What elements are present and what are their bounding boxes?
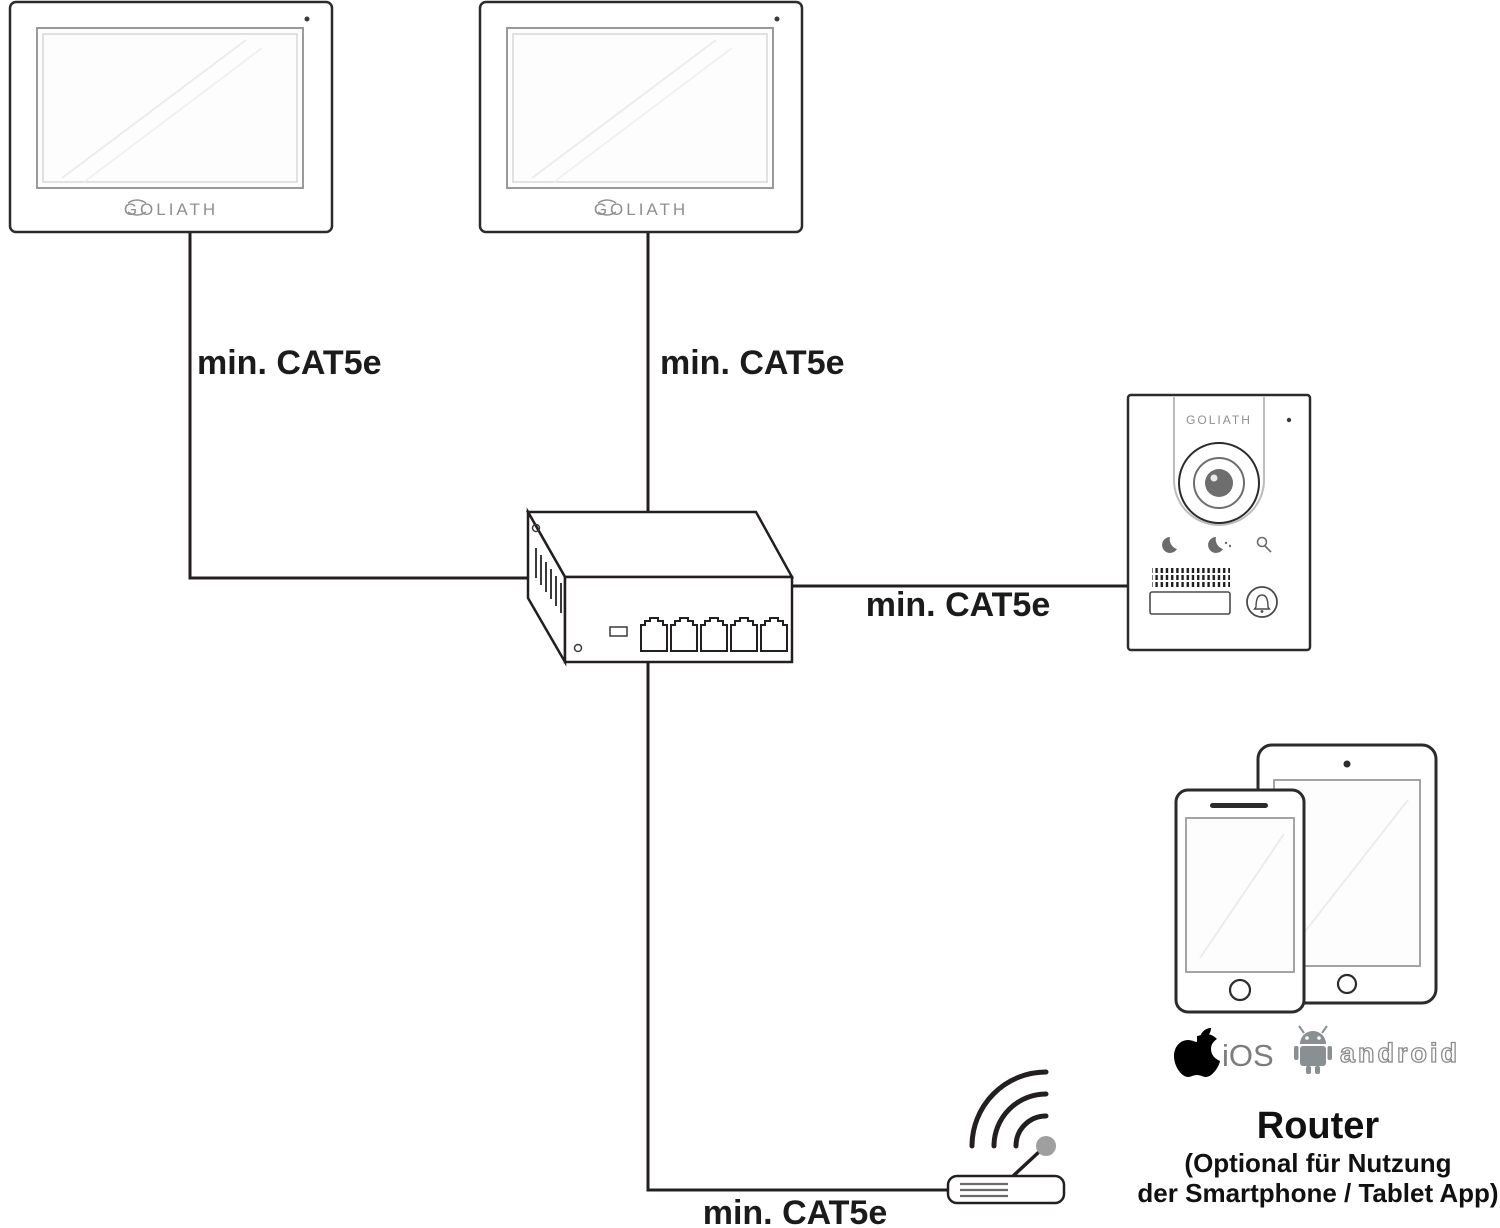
speaker-grille [1152,566,1230,587]
switch-top-face [525,510,795,579]
rj45-port [760,617,788,652]
logo-swoosh-top [597,199,617,204]
unlock-icon-tail [1264,545,1272,553]
router-antenna [1010,1149,1042,1179]
monitor-1: GOLIATH [8,0,334,234]
router-note: Router (Optional für Nutzung der Smartph… [1137,1105,1498,1208]
monitor-2: GOLIATH [478,0,804,234]
camera-lens [1205,469,1233,497]
apple-logo-icon [1174,1028,1220,1077]
cable-router-line [646,662,948,1192]
screen-sheen [1199,833,1285,959]
router-note-line1: (Optional für Nutzung [1184,1148,1451,1178]
screw [573,643,583,653]
cable-label-router: min. CAT5e [703,1194,888,1228]
mic-hole [304,16,310,22]
goliath-logo: GOLIATH [124,200,218,219]
screen-sheen [83,47,263,183]
logo-swoosh-top [127,199,147,204]
platform-logos: iOS android [1174,1025,1460,1077]
cable-label-monitor2: min. CAT5e [660,344,845,382]
vent-slots [535,548,562,613]
monitor-screen [36,27,304,189]
cables [188,233,1128,1192]
wifi-signal-icon [969,1069,1049,1149]
screen-sheen [61,39,247,179]
android-wordmark: android [1340,1038,1460,1068]
rj45-ports [640,617,788,652]
unlock-icon [1256,536,1268,548]
cable-label-door: min. CAT5e [866,586,1051,624]
tablet-camera [1343,760,1351,768]
screen-inner-border [512,33,768,183]
bell-icon [1253,594,1271,610]
android-head [1300,1031,1326,1044]
bell-clapper [1260,610,1264,613]
router-note-line2: der Smartphone / Tablet App) [1137,1178,1498,1208]
cable-monitor1-line [188,233,528,580]
nameplate [1149,591,1231,615]
ios-label: iOS [1222,1038,1274,1073]
door-function-icons [1162,536,1272,553]
lens-highlight [1210,474,1218,482]
goliath-logo: GOLIATH [594,200,688,219]
rj45-port [670,617,698,652]
rj45-port [730,617,758,652]
tablet-home-button [1336,973,1358,995]
network-switch [525,507,795,667]
goliath-logo: GOLIATH [1186,413,1252,427]
antenna-tip [1036,1136,1056,1156]
screen-sheen [531,39,717,179]
android-robot-icon [1294,1025,1332,1074]
wifi-router [946,1069,1066,1205]
night-mode-icon [1162,537,1177,553]
talk-icon [1208,537,1223,553]
screen-inner-border [42,33,298,183]
reset-slot [609,626,628,637]
status-led [1286,417,1292,423]
cable-label-monitor1: min. CAT5e [197,344,382,382]
rj45-port [700,617,728,652]
screen-sheen [553,47,733,183]
door-station: GOLIATH [1126,393,1312,652]
rj45-port [640,617,668,652]
router-note-title: Router [1257,1105,1380,1147]
smartphone [1174,788,1306,1014]
logo-swoosh-bottom [127,211,147,216]
logo-swoosh-bottom [597,211,617,216]
monitor-screen [506,27,774,189]
phone-speaker [1210,803,1268,808]
talk-dot [1224,541,1228,545]
router-vents [960,1182,1008,1198]
talk-dot [1228,544,1232,548]
camera-arch [1173,397,1265,526]
phone-home-button [1228,978,1252,1002]
screw [531,523,541,533]
phone-screen [1185,817,1295,973]
screen-sheen [1291,799,1409,949]
mic-hole [774,16,780,22]
